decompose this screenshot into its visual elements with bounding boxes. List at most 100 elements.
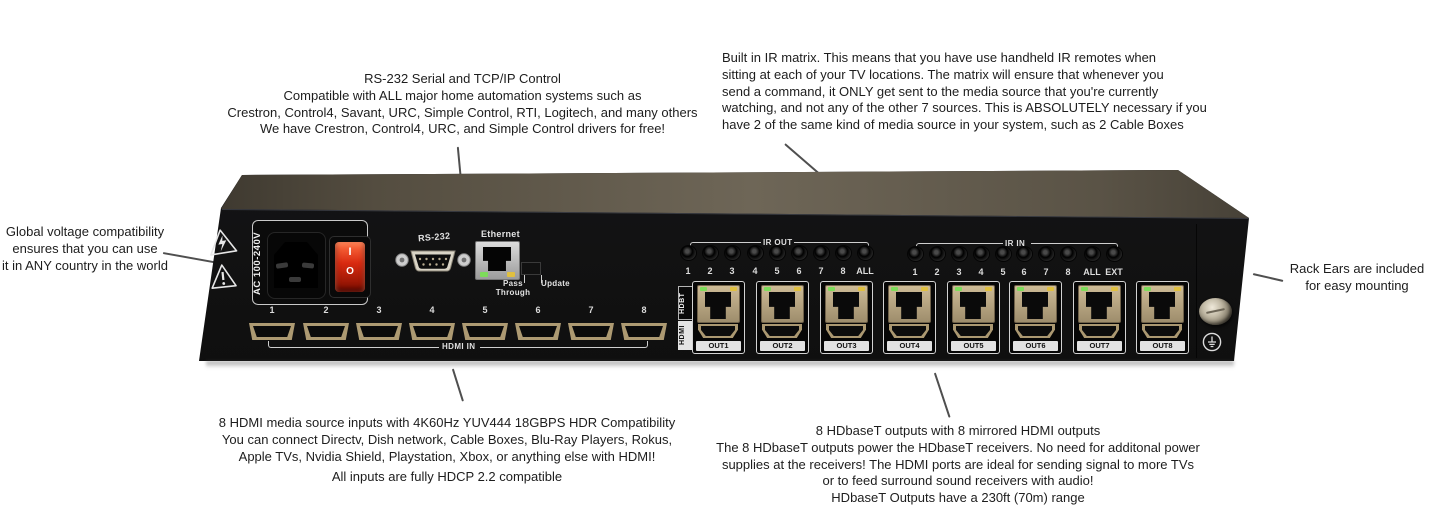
hdbt-rj45-port	[1014, 285, 1057, 323]
ethernet-rj45-port	[475, 241, 520, 280]
hdmi-cavity	[253, 326, 291, 337]
ir-out-port-number: 5	[774, 266, 780, 276]
ir-out-port-number: 8	[840, 266, 846, 276]
hdbt-rj45-port	[888, 285, 931, 323]
output-port-label: OUT3	[824, 341, 869, 351]
amber-led	[1174, 287, 1181, 291]
ir-in-port-number: 8	[1065, 267, 1071, 277]
ir-out-jack-4	[747, 245, 764, 261]
hdmi-in-port-7	[568, 323, 614, 340]
ir-out-port-number: 7	[818, 266, 824, 276]
ir-in-port-number: EXT	[1105, 267, 1123, 277]
ir-out-jack-8	[835, 245, 852, 261]
annotation-line: watching, and not any of the other 7 sou…	[722, 100, 1207, 116]
output-module-2: OUT2	[756, 281, 809, 354]
ir-in-port-number: 3	[956, 267, 962, 277]
amber-led	[794, 287, 801, 291]
annotation-line: Crestron, Control4, Savant, URC, Simple …	[227, 104, 698, 120]
passthrough-update-switch	[521, 262, 541, 275]
ir-in-jack-ext	[1106, 246, 1123, 262]
amber-led	[985, 287, 992, 291]
ir-out-jack-all	[857, 245, 874, 261]
ir-out-port-number: 4	[752, 266, 758, 276]
ir-out-port-number: 3	[729, 266, 735, 276]
green-led	[1144, 287, 1151, 291]
hdmi-in-port-5	[462, 323, 508, 340]
ir-in-jack-7	[1038, 246, 1055, 262]
hdbt-rj45-port	[825, 285, 868, 323]
hdmi-out-port	[698, 324, 738, 338]
hdmi-in-number: 7	[588, 305, 594, 315]
hdbt-rj45-port	[1078, 285, 1121, 323]
ir-in-jack-6	[1016, 246, 1033, 262]
annotation-line: All inputs are fully HDCP 2.2 compatible	[331, 469, 563, 485]
annotation-outputs: 8 HDbaseT outputs with 8 mirrored HDMI o…	[708, 423, 1208, 507]
ir-in-jack-5	[995, 246, 1012, 262]
hdmi-cavity	[572, 326, 610, 337]
hdmi-in-port-4	[409, 323, 455, 340]
hdmi-out-port	[1015, 324, 1055, 338]
hdbt-rj45-port	[697, 285, 740, 323]
hdmi-cavity	[956, 326, 990, 336]
hdmi-cavity	[413, 326, 451, 337]
hdmi-in-number: 1	[269, 305, 275, 315]
annotation-line: it in ANY country in the world	[2, 257, 168, 273]
annotation-line: sitting at each of your TV locations. Th…	[722, 66, 1164, 82]
ir-out-label: IR OUT	[763, 238, 793, 247]
green-led	[700, 287, 707, 291]
annotation-line: HDbaseT Outputs have a 230ft (70m) range	[831, 490, 1085, 506]
annotation-line: have 2 of the same kind of media source …	[722, 117, 1184, 133]
amber-led	[1111, 287, 1118, 291]
switch-on-mark: I	[348, 246, 352, 258]
hdmi-in-number: 5	[482, 305, 488, 315]
rj45-cavity	[833, 292, 859, 319]
hdmi-in-number: 8	[641, 305, 647, 315]
output-port-label: OUT6	[1013, 341, 1058, 351]
ir-in-jack-all	[1084, 246, 1101, 262]
update-label: Update	[541, 279, 570, 288]
ir-in-port-number: ALL	[1083, 267, 1101, 277]
rack-ear-seam	[1196, 224, 1197, 358]
hdmi-cavity	[1082, 326, 1116, 336]
leader-line-rack	[1252, 273, 1284, 282]
hdmi-in-port-8	[621, 323, 667, 340]
ir-in-label: IR IN	[1005, 239, 1026, 248]
ethernet-green-led	[480, 272, 488, 277]
hdmi-out-port	[762, 324, 802, 338]
hdmi-cavity	[1018, 326, 1052, 336]
rj45-cavity	[1022, 292, 1048, 319]
caution-warning-icon	[211, 264, 237, 289]
ac-voltage-label: AC 100-240V	[252, 231, 263, 295]
hdmi-cavity	[829, 326, 863, 336]
annotation-line: Global voltage compatibility	[5, 224, 165, 239]
annotation-line: or to feed surround sound receivers with…	[822, 473, 1094, 489]
annotation-rack-ears: Rack Ears are included for easy mounting	[1287, 261, 1427, 295]
annotation-ir-matrix: Built in IR matrix. This means that you …	[722, 50, 1207, 134]
switch-off-mark: O	[346, 266, 354, 277]
ir-in-jack-3	[951, 246, 968, 262]
ethernet-label: Ethernet	[481, 229, 520, 239]
green-led	[764, 287, 771, 291]
ethernet-amber-led	[507, 272, 515, 277]
ir-out-port-number: 2	[707, 266, 713, 276]
annotation-line: 8 HDMI media source inputs with 4K60Hz Y…	[218, 415, 676, 430]
output-module-3: OUT3	[820, 281, 873, 354]
rs232-db9-port	[395, 250, 471, 272]
hdmi-cavity	[1145, 326, 1179, 336]
ethernet-port-cavity	[483, 247, 511, 271]
ir-out-jack-2	[702, 245, 719, 261]
output-module-6: OUT6	[1009, 281, 1062, 354]
annotation-line: Built in IR matrix. This means that you …	[722, 50, 1157, 65]
chassis-shadow	[206, 361, 1234, 368]
output-port-label: OUT4	[887, 341, 932, 351]
hdmi-in-number: 4	[429, 305, 435, 315]
ir-out-port-number: 6	[796, 266, 802, 276]
leader-line-outputs	[934, 372, 951, 418]
ir-in-jack-4	[973, 246, 990, 262]
ir-in-jack-2	[929, 246, 946, 262]
rj45-cavity	[1149, 292, 1175, 319]
pointer-mark	[524, 275, 525, 283]
hdmi-cavity	[892, 326, 926, 336]
annotation-line: You can connect Directv, Dish network, C…	[221, 431, 673, 447]
